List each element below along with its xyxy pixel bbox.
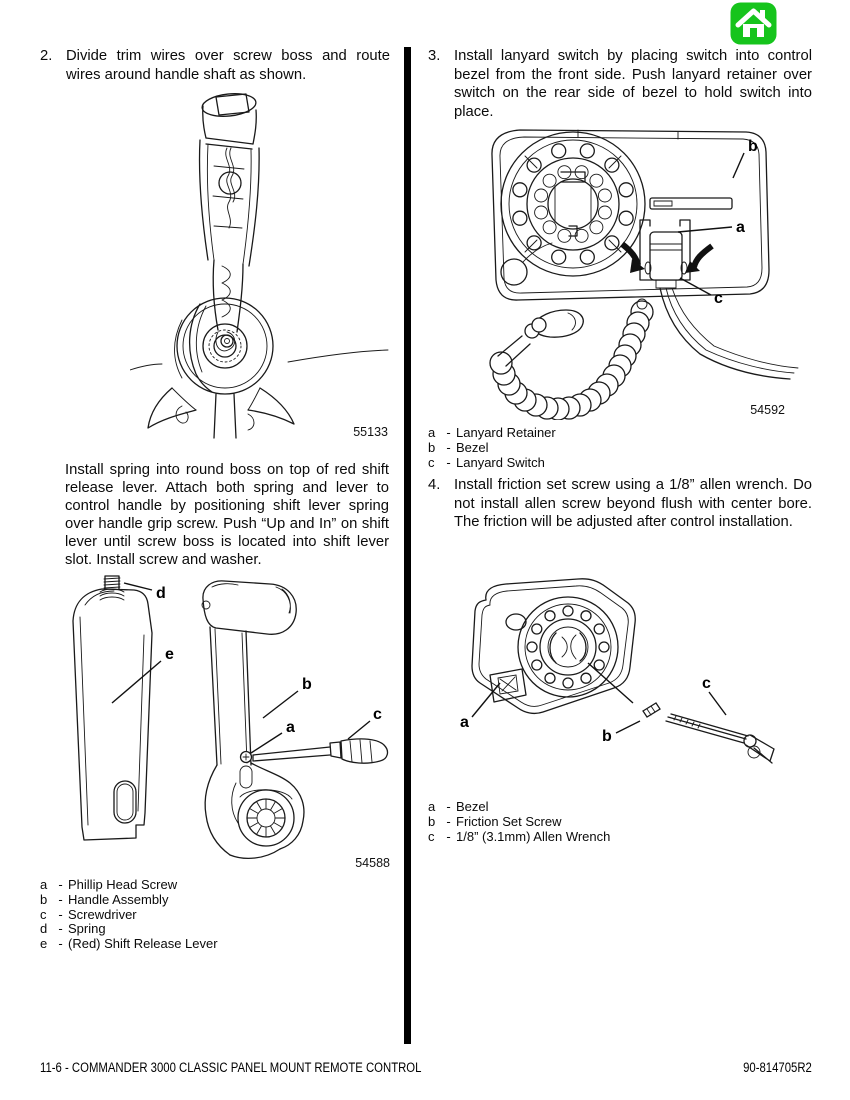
- home-icon: [735, 8, 772, 37]
- column-divider: [404, 47, 411, 1044]
- legend-label: Handle Assembly: [68, 891, 169, 907]
- callout-e: e: [165, 646, 174, 663]
- legend-item: d - Spring: [40, 922, 370, 937]
- legend-label: Lanyard Retainer: [456, 425, 556, 440]
- legend-label: Friction Set Screw: [456, 813, 562, 829]
- legend-dash: -: [446, 454, 451, 470]
- legend-key: a: [428, 799, 436, 814]
- legend-label: (Red) Shift Release Lever: [68, 936, 218, 952]
- legend-dash: -: [58, 891, 63, 907]
- legend-item: c - Lanyard Switch: [428, 454, 788, 471]
- legend-label: Bezel: [456, 799, 489, 814]
- home-button[interactable]: [730, 2, 777, 45]
- page-footer: 11-6 - COMMANDER 3000 CLASSIC PANEL MOUN…: [40, 1060, 812, 1075]
- legend-item: b - Bezel: [428, 439, 788, 456]
- legend-label: Screwdriver: [68, 906, 137, 922]
- figure-number: 54588: [355, 856, 390, 870]
- step-3-number: 3.: [428, 48, 441, 64]
- legend-dash: -: [58, 877, 63, 892]
- legend-figure-54588: a - Phillip Head Screw b - Handle Assemb…: [40, 877, 370, 952]
- legend-key: c: [428, 828, 435, 844]
- step-2-text: Divide trim wires over screw boss and ro…: [66, 48, 390, 83]
- legend-label: 1/8” (3.1mm) Allen Wrench: [456, 828, 611, 844]
- legend-dash: -: [446, 425, 451, 440]
- legend-dash: -: [58, 906, 63, 922]
- spring-install-paragraph: Install spring into round boss on top of…: [65, 462, 389, 568]
- callout-c: c: [702, 675, 711, 692]
- step-4-number: 4.: [428, 477, 441, 493]
- legend-dash: -: [446, 813, 451, 829]
- legend-dash: -: [446, 439, 451, 455]
- legend-figure-friction: a - Bezel b - Friction Set Screw c - 1/8…: [428, 799, 788, 845]
- step-3: 3. Install lanyard switch by placing swi…: [428, 47, 812, 121]
- legend-item: a - Phillip Head Screw: [40, 877, 370, 893]
- legend-key: b: [428, 813, 436, 829]
- callout-c: c: [373, 706, 382, 723]
- legend-dash: -: [58, 936, 63, 952]
- legend-label: Lanyard Switch: [456, 454, 545, 470]
- callout-c: c: [714, 290, 723, 307]
- legend-label: Phillip Head Screw: [68, 877, 178, 892]
- callout-a: a: [460, 714, 469, 731]
- legend-key: c: [428, 454, 435, 470]
- figure-number: 54592: [750, 403, 785, 417]
- callout-a: a: [286, 719, 295, 736]
- legend-key: b: [428, 439, 436, 455]
- legend-item: b - Handle Assembly: [40, 891, 370, 908]
- legend-key: e: [40, 936, 48, 952]
- step-2-number: 2.: [40, 48, 53, 64]
- footer-document-number: 90-814705R2: [743, 1060, 812, 1075]
- legend-key: c: [40, 906, 47, 922]
- footer-title: 11-6 - COMMANDER 3000 CLASSIC PANEL MOUN…: [40, 1060, 422, 1075]
- legend-key: b: [40, 891, 48, 907]
- figure-number: 55133: [353, 425, 388, 439]
- figure-lanyard-switch-bezel: b a c 54592: [428, 120, 812, 420]
- legend-dash: -: [58, 921, 63, 937]
- legend-key: a: [40, 877, 48, 892]
- legend-item: a - Bezel: [428, 799, 788, 815]
- legend-key: a: [428, 425, 436, 440]
- legend-item: a - Lanyard Retainer: [428, 425, 788, 441]
- legend-dash: -: [446, 828, 451, 844]
- callout-b: b: [748, 138, 758, 155]
- legend-item: c - 1/8” (3.1mm) Allen Wrench: [428, 828, 788, 845]
- legend-label: Spring: [68, 921, 106, 937]
- callout-b: b: [602, 728, 612, 745]
- legend-item: e - (Red) Shift Release Lever: [40, 936, 370, 952]
- legend-item: c - Screwdriver: [40, 906, 370, 923]
- figure-friction-set-screw: a b c: [460, 575, 812, 790]
- legend-label: Bezel: [456, 439, 489, 455]
- step-4-text: Install friction set screw using a 1/8” …: [454, 477, 812, 530]
- figure-shift-lever-assembly: d e a b: [40, 575, 390, 870]
- legend-key: d: [40, 921, 48, 937]
- callout-a: a: [736, 219, 745, 236]
- callout-d: d: [156, 585, 166, 602]
- legend-figure-54592: a - Lanyard Retainer b - Bezel c - Lanya…: [428, 425, 788, 471]
- legend-dash: -: [446, 799, 451, 814]
- step-3-text: Install lanyard switch by placing switch…: [454, 48, 812, 120]
- callout-b: b: [302, 676, 312, 693]
- step-2: 2. Divide trim wires over screw boss and…: [40, 47, 390, 84]
- figure-handle-wire-routing: 55133: [130, 88, 390, 439]
- step-4: 4. Install friction set screw using a 1/…: [428, 476, 812, 532]
- legend-item: b - Friction Set Screw: [428, 813, 788, 830]
